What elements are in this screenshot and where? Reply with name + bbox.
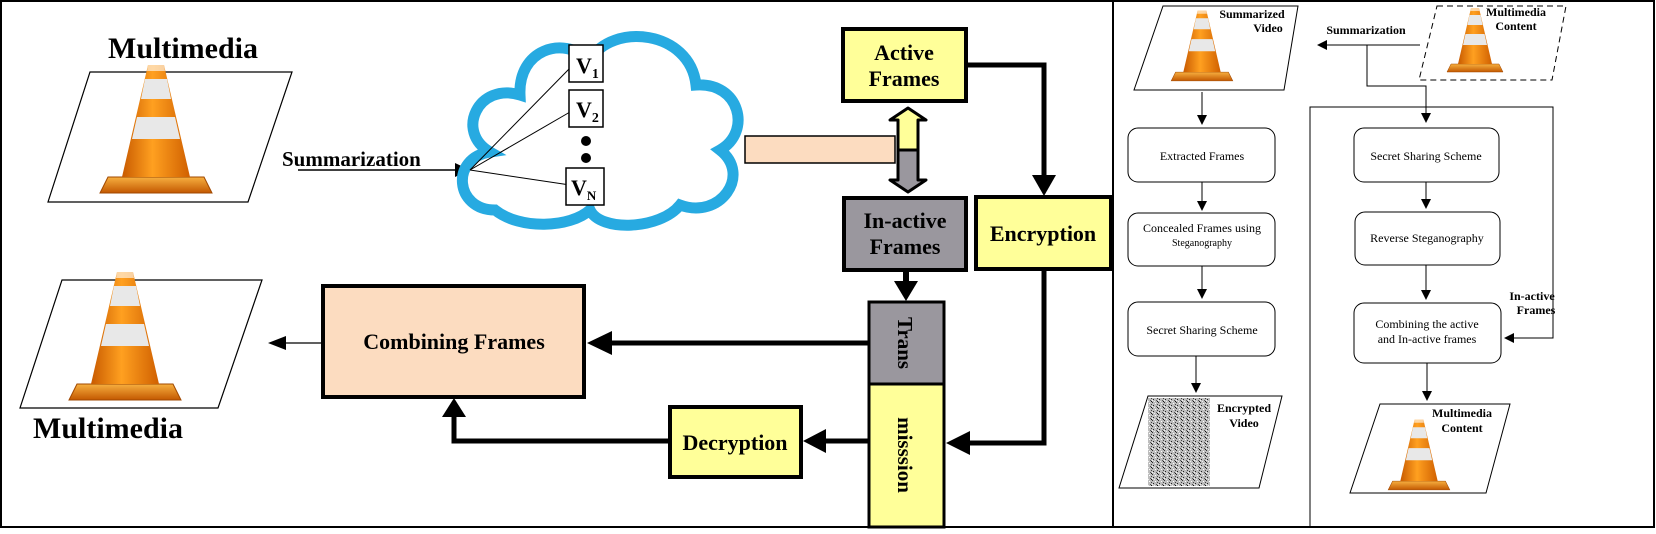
encryption-arrowhead — [1032, 175, 1056, 196]
video-label-v1: V1 — [576, 53, 599, 82]
ellipsis-dot-2 — [581, 153, 591, 163]
cloud-connector-bar — [744, 135, 896, 164]
active-frames-box — [841, 27, 968, 103]
decryption-label: Decryption — [682, 430, 787, 455]
right-summarization-label: Summarization — [1326, 23, 1406, 37]
encryption-label: Encryption — [990, 221, 1096, 246]
reverse-steganography-label: Reverse Steganography — [1370, 231, 1484, 245]
summarization-label: Summarization — [282, 147, 421, 171]
extracted-frames-label: Extracted Frames — [1160, 149, 1245, 163]
encrypted-noise-image — [1148, 398, 1210, 486]
multimedia-content-connector — [1366, 45, 1431, 123]
combining-frames-label: Combining Frames — [363, 329, 545, 354]
transmission-box-gray — [867, 300, 946, 386]
secret-sharing-right-label: Secret Sharing Scheme — [1370, 149, 1481, 163]
combining-arrowhead — [587, 331, 612, 355]
fanout-line-2 — [469, 111, 571, 171]
video-label-vn: VN — [571, 175, 597, 203]
encryption-transmission-arrowhead — [946, 431, 970, 455]
video-box-v1 — [568, 44, 604, 83]
multimedia-title-top: Multimedia — [108, 32, 258, 65]
decryption-combining-arrowhead — [442, 398, 466, 417]
right-panel-frame — [1112, 0, 1655, 528]
video-box-vn — [565, 167, 605, 206]
secret-sharing-left-box — [1127, 301, 1276, 357]
combining-frames-box — [321, 284, 586, 399]
double-arrow-bottom — [888, 148, 928, 194]
fanout-line-1 — [469, 67, 571, 171]
decryption-arrowhead — [803, 429, 826, 453]
output-arrowhead — [268, 336, 286, 350]
active-to-encryption-line — [966, 62, 1047, 178]
cloud-shape — [457, 31, 744, 231]
fanout-line-3 — [469, 169, 571, 186]
ellipsis-dot-1 — [581, 136, 591, 146]
reverse-steganography-box — [1354, 211, 1501, 266]
multimedia-title-bottom: Multimedia — [33, 412, 183, 445]
transmission-label-bottom: misssion — [893, 417, 917, 493]
secret-sharing-left-label: Secret Sharing Scheme — [1146, 323, 1257, 337]
encryption-box — [974, 195, 1113, 271]
decryption-to-combining-line — [451, 415, 670, 444]
inactive-frames-loop — [1309, 106, 1554, 528]
inactive-arrowhead — [894, 281, 918, 301]
multimedia-content-card-top — [1418, 5, 1567, 81]
video-box-v2 — [568, 89, 604, 128]
summarized-video-card — [1133, 5, 1299, 91]
transmission-box-yellow — [867, 382, 946, 529]
video-label-v2: V2 — [576, 97, 599, 126]
encryption-to-transmission-line — [970, 269, 1047, 446]
transmission-label-top: Trans — [893, 317, 917, 369]
